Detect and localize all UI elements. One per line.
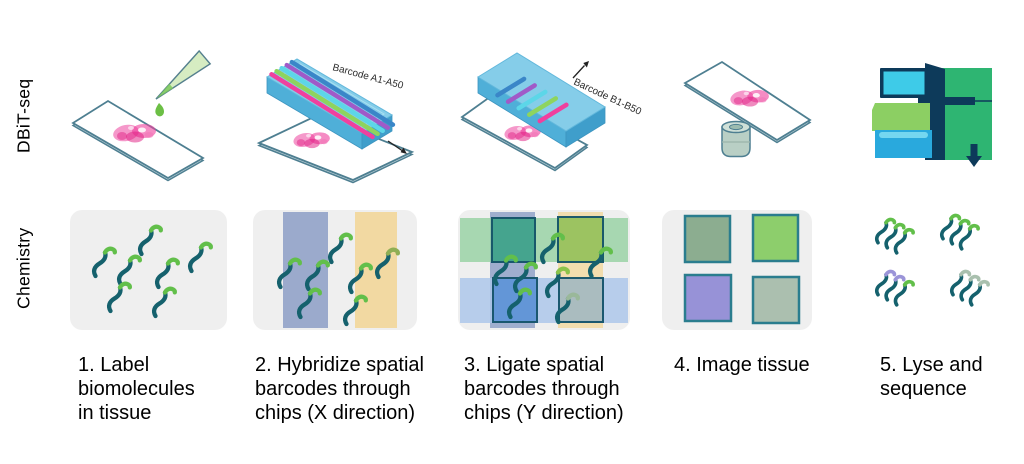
molecule-cluster [874,269,915,307]
step4-chemistry-panel [662,210,812,330]
sequencer-drawer [872,103,930,131]
step5-caption: 5. Lyse and sequence [880,354,983,400]
microfluidic-chip-y [477,52,606,148]
row-label-chemistry: Chemistry [13,227,34,309]
microscope-objective [721,120,751,158]
barcode-channels-y [495,76,569,124]
step2-illustration-chip-x: Barcode A1-A50 [256,58,415,184]
glass-slide [256,114,415,181]
step4-caption: 4. Image tissue [674,354,810,376]
step1-illustration-pipette-slide [71,49,212,182]
microfluidic-chip-x [266,58,396,150]
step2-caption: 2. Hybridize spatial barcodes through ch… [255,354,424,424]
row-label-dbit-seq: DBiT-seq [13,78,34,154]
download-arrow-icon [966,144,982,167]
step3-chemistry-panel [458,210,630,330]
molecule-cluster [874,217,915,255]
step2-chemistry-panel [253,210,417,330]
step1-chemistry-panel [70,210,227,330]
sequencer-screen [880,68,928,104]
molecule-cluster [939,213,980,251]
molecule-cluster [949,269,990,307]
step1-caption: 1. Label biomolecules in tissue [78,354,195,424]
barcode-channels-x [269,59,396,140]
imaged-pixels [683,213,801,325]
step3-caption: 3. Ligate spatial barcodes through chips… [464,354,624,424]
flow-direction-arrow [572,61,589,79]
flow-direction-arrow [387,140,407,154]
pipette-tip [155,49,212,100]
step5-chemistry-panel [874,213,990,307]
sequencer-slot [925,97,975,105]
step4-illustration-imaging [683,60,812,158]
panel-background [70,210,227,330]
reagent-drop [155,103,164,117]
step5-illustration-sequencer [872,63,992,167]
step3-illustration-chip-y: Barcode B1-B50 [460,52,643,172]
